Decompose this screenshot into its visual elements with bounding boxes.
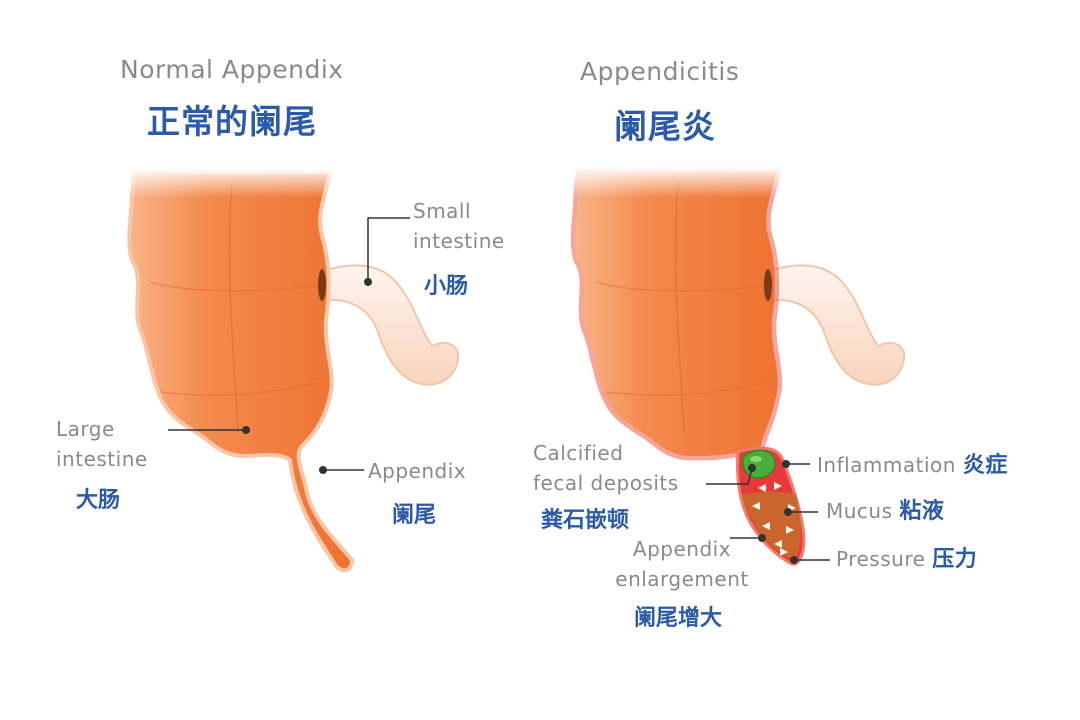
inflammation-label-zh: 炎症 — [962, 453, 1008, 478]
fold-line — [149, 281, 323, 292]
fold-line — [595, 281, 769, 292]
mucus-label: Mucus 粘液 — [826, 496, 944, 527]
top-fade — [120, 166, 340, 198]
small-intestine-left — [318, 264, 460, 386]
large-intestine-label-line2: intestine — [56, 447, 148, 471]
small-intestine-label: Small intestine — [413, 196, 505, 256]
large-intestine-label-line1: Large — [56, 417, 115, 441]
mucus-label-zh: 粘液 — [899, 499, 945, 524]
fecalith — [742, 449, 776, 479]
enlargement-label-line2: enlargement — [615, 567, 749, 591]
normal-title-zh: 正常的阑尾 — [147, 102, 317, 141]
normal-leader-lines — [168, 217, 410, 471]
mucus-label-en: Mucus — [826, 499, 893, 523]
pressure-label: Pressure 压力 — [836, 544, 977, 575]
pressure-label-en: Pressure — [836, 547, 926, 571]
small-intestine-label-zh: 小肠 — [424, 274, 469, 299]
appendicitis-title-zh: 阑尾炎 — [614, 107, 716, 146]
appendicitis-title-en: Appendicitis — [580, 57, 740, 86]
calcified-label-zh: 粪石嵌顿 — [541, 508, 630, 533]
normal-appendix-illustration — [120, 166, 460, 573]
appendix-label: Appendix — [368, 459, 467, 483]
pressure-label-zh: 压力 — [932, 547, 978, 572]
fold-line — [674, 179, 685, 433]
calcified-label: Calcified fecal deposits — [533, 438, 679, 498]
fecalith-highlight — [750, 456, 762, 462]
enlargement-label-line1: Appendix — [632, 537, 732, 561]
large-intestine-label: Large intestine — [56, 414, 148, 474]
small-intestine-label-line1: Small — [413, 199, 472, 223]
small-intestine-right — [764, 264, 906, 386]
small-intestine-label-line2: intestine — [413, 229, 505, 253]
ileocecal-opening — [318, 269, 326, 301]
inflammation-label-en: Inflammation — [817, 453, 956, 477]
fold-line — [228, 179, 239, 433]
normal-leader-dots — [242, 278, 372, 474]
appendicitis-leader-dots — [748, 460, 798, 564]
calcified-label-line2: fecal deposits — [533, 471, 679, 495]
large-intestine-right — [575, 172, 778, 456]
ileocecal-opening — [764, 269, 772, 301]
appendicitis-leader-lines — [706, 463, 830, 561]
enlargement-label: Appendix enlargement — [612, 534, 752, 594]
large-intestine-left — [127, 170, 355, 573]
calcified-label-line1: Calcified — [533, 441, 624, 465]
appendicitis-illustration — [566, 166, 906, 566]
top-fade — [566, 166, 786, 198]
fold-line — [159, 381, 323, 396]
enlargement-label-zh: 阑尾增大 — [634, 606, 723, 631]
normal-title-en: Normal Appendix — [120, 55, 344, 84]
fold-line — [605, 381, 769, 396]
inflammation-label: Inflammation 炎症 — [817, 450, 1008, 481]
appendix-label-zh: 阑尾 — [392, 503, 437, 528]
large-intestine-label-zh: 大肠 — [76, 488, 121, 513]
